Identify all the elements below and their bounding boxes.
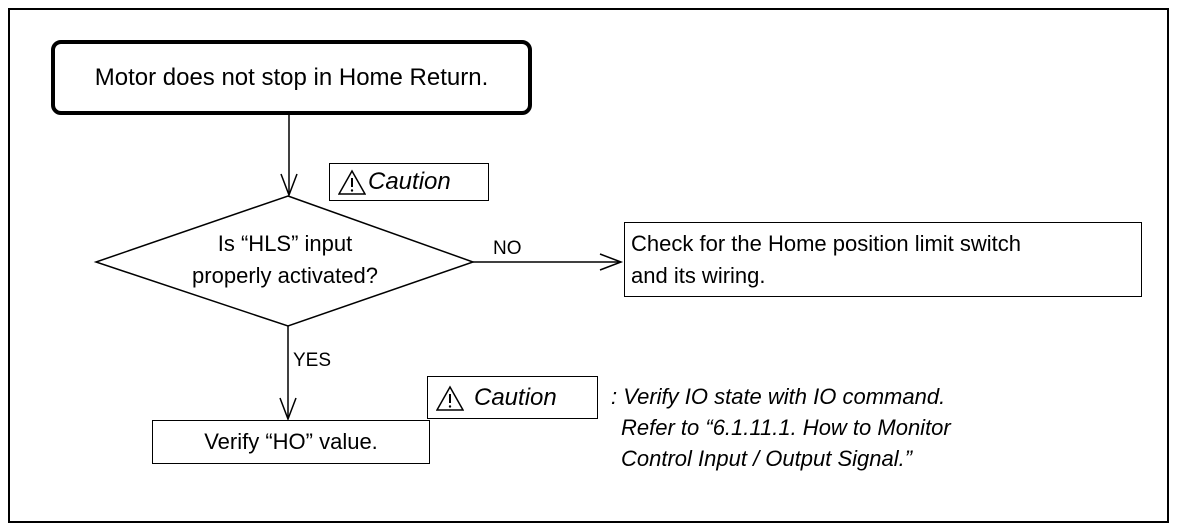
warning-triangle-icon (338, 169, 366, 195)
arrowhead-down-2 (279, 397, 297, 422)
start-box: Motor does not stop in Home Return. (51, 40, 532, 115)
no-label: NO (493, 238, 522, 259)
note-line1: : Verify IO state with IO command. (611, 384, 946, 409)
caution-label-top: Caution (368, 168, 451, 195)
caution-badge-top: Caution (329, 163, 489, 201)
arrowhead-down-1 (280, 173, 298, 198)
check-box-line2: and its wiring. (631, 263, 766, 288)
decision-text: Is “HLS” input properly activated? (150, 228, 420, 292)
caution-note: : Verify IO state with IO command. Refer… (611, 381, 1131, 474)
caution-label-bottom: Caution (474, 383, 557, 411)
caution-badge-bottom: Caution (427, 376, 598, 419)
check-box: Check for the Home position limit switch… (624, 222, 1142, 297)
check-box-line1: Check for the Home position limit switch (631, 231, 1022, 256)
start-box-text: Motor does not stop in Home Return. (94, 63, 489, 91)
yes-label: YES (293, 350, 332, 371)
decision-line2: properly activated? (192, 263, 378, 288)
verify-box: Verify “HO” value. (152, 420, 430, 464)
note-line2: Refer to “6.1.11.1. How to Monitor (621, 415, 951, 440)
decision-line1: Is “HLS” input (217, 231, 353, 256)
arrowhead-right (599, 253, 624, 271)
warning-triangle-icon (436, 384, 464, 411)
verify-box-text: Verify “HO” value. (204, 429, 378, 454)
note-line3: Control Input / Output Signal.” (621, 446, 913, 471)
